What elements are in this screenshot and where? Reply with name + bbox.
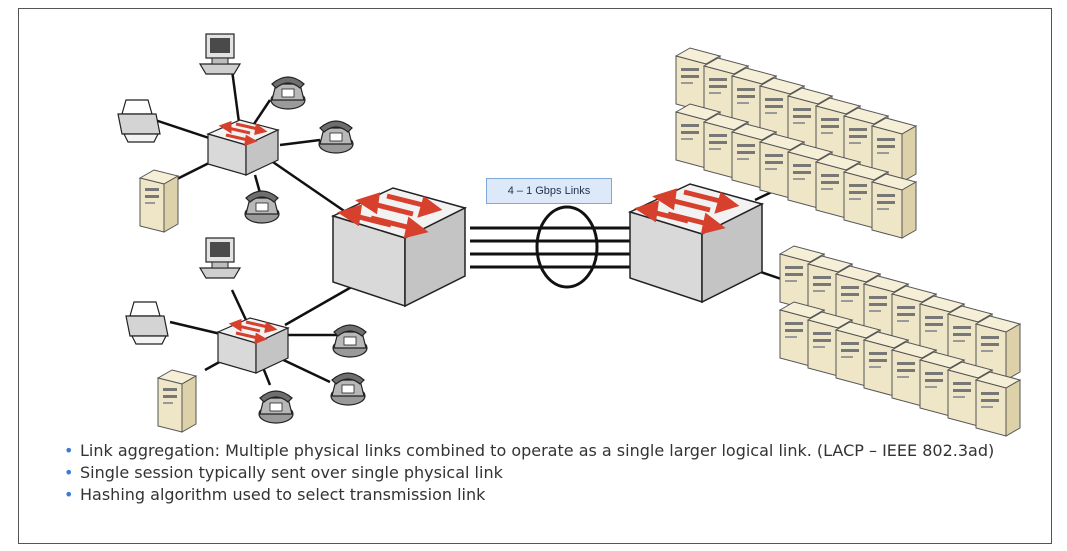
links-label: 4 – 1 Gbps Links — [486, 178, 612, 204]
bullet-item: • Hashing algorithm used to select transm… — [64, 484, 1024, 506]
phone-top-3 — [244, 190, 280, 224]
pc-top — [199, 33, 241, 75]
bullet-item: • Link aggregation: Multiple physical lin… — [64, 440, 1024, 462]
printer-top — [117, 99, 161, 143]
phone-top-1 — [270, 76, 306, 110]
bullet-text: Hashing algorithm used to select transmi… — [80, 485, 486, 504]
bullet-dot-icon: • — [64, 485, 74, 504]
phone-top-2 — [318, 120, 354, 154]
server-bottom — [157, 369, 197, 433]
server-top — [139, 169, 179, 233]
phone-bottom-2 — [330, 372, 366, 406]
aggregated-links — [470, 226, 630, 269]
link-aggregation-ellipse — [535, 205, 599, 289]
core-switch-right — [630, 184, 762, 302]
bullet-dot-icon: • — [64, 463, 74, 482]
bullet-text: Link aggregation: Multiple physical link… — [80, 441, 995, 460]
bullet-text: Single session typically sent over singl… — [80, 463, 503, 482]
bullet-item: • Single session typically sent over sing… — [64, 462, 1024, 484]
printer-bottom — [125, 301, 169, 345]
core-switch-left — [333, 188, 465, 306]
server-rack-lower — [779, 245, 1021, 437]
slide-frame — [18, 8, 1052, 544]
bullet-list: • Link aggregation: Multiple physical lin… — [64, 440, 1024, 506]
phone-bottom-1 — [332, 324, 368, 358]
access-switch-bottom — [216, 316, 290, 375]
phone-bottom-3 — [258, 390, 294, 424]
access-switch-top — [206, 118, 280, 177]
pc-bottom — [199, 237, 241, 279]
bullet-dot-icon: • — [64, 441, 74, 460]
